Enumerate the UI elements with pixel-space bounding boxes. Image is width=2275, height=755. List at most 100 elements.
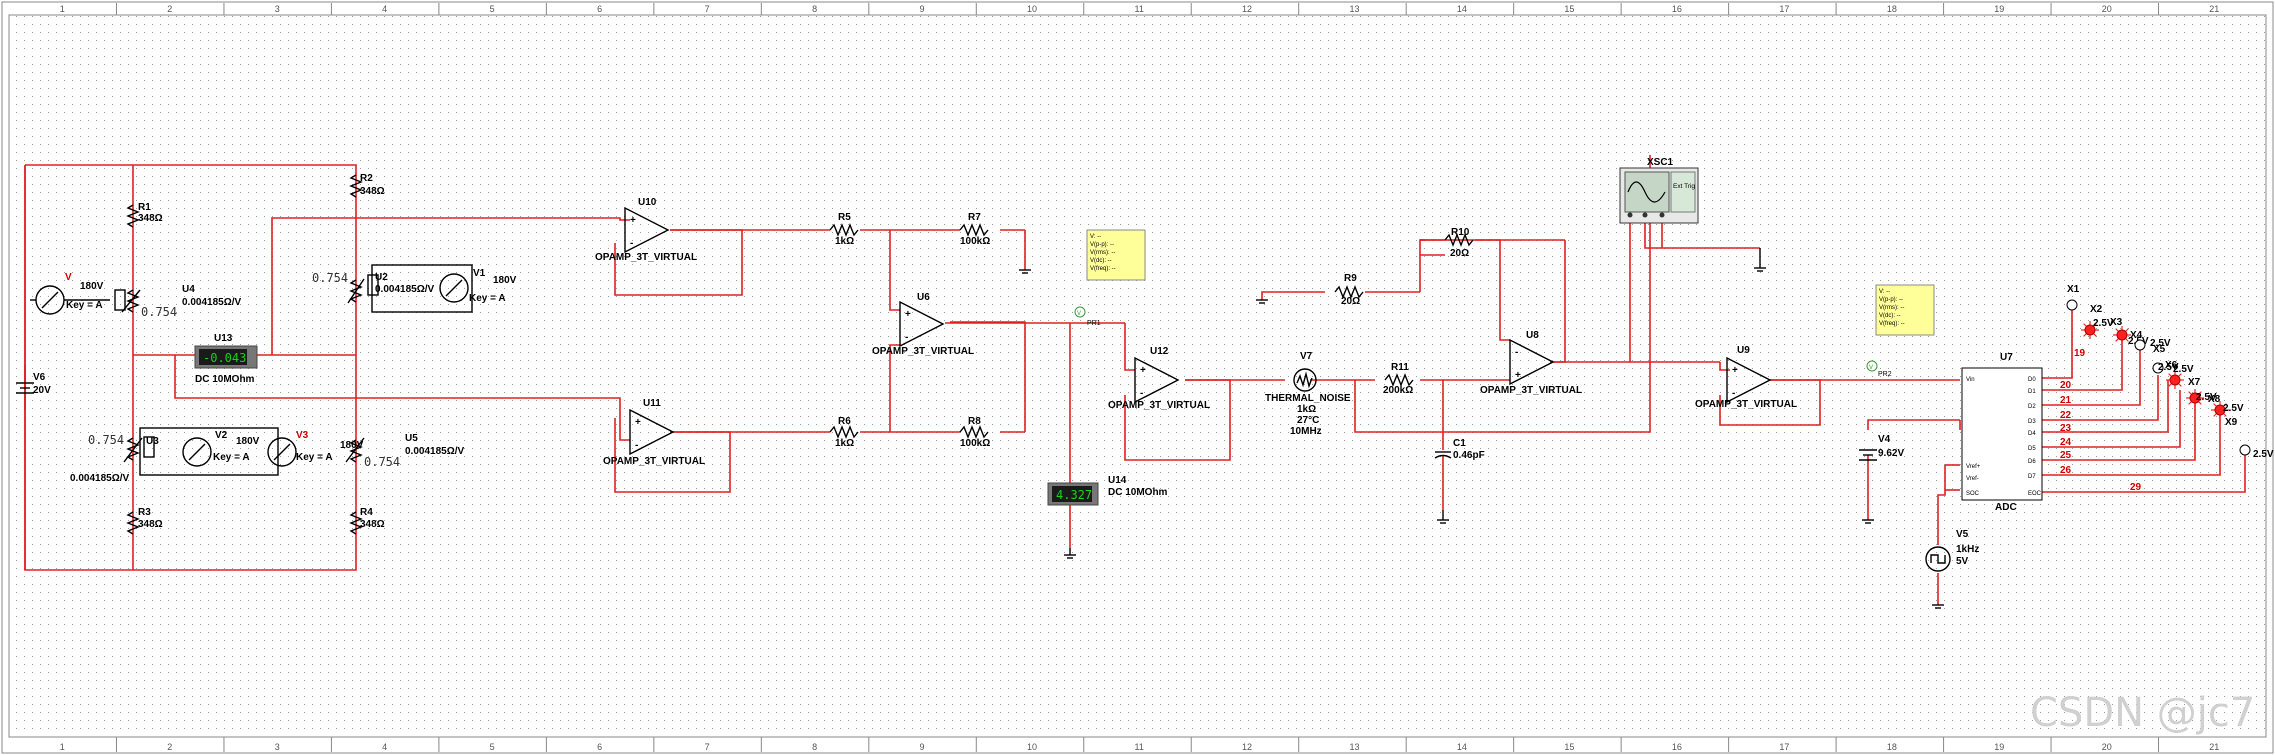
probe-x4[interactable]: X42.5V xyxy=(2130,330,2171,351)
oscilloscope-xsc1[interactable]: Ext Trig XSC1 xyxy=(1619,157,1699,224)
net-label: 19 xyxy=(2074,348,2086,359)
v-value: 180V xyxy=(80,281,104,292)
opamp-u12[interactable]: + - U12 OPAMP_3T_VIRTUAL xyxy=(1108,346,1210,411)
opamp-u6[interactable]: + - U6 OPAMP_3T_VIRTUAL xyxy=(872,292,974,357)
probe-x1[interactable]: X1 xyxy=(2066,284,2080,311)
adc-pin-right-label: EOC xyxy=(2028,491,2042,497)
resistor-r10[interactable]: R10 20Ω xyxy=(1444,227,1474,259)
u2-value: 0.004185Ω/V xyxy=(375,284,435,295)
probe-ref: X9 xyxy=(2225,417,2238,428)
probe-pr1[interactable]: V: --V(p-p): --V(rms): --V(dc): --V(freq… xyxy=(1074,229,1146,327)
r11-value: 200kΩ xyxy=(1383,385,1413,396)
probe-ref: X4 xyxy=(2130,330,2143,341)
r6-ref: R6 xyxy=(838,416,851,427)
v3-value: 180V xyxy=(340,440,364,451)
ruler-top-label: 15 xyxy=(1564,4,1574,14)
voltmeter-v1[interactable]: V1 180V Key = A xyxy=(371,264,517,313)
noise-source-v7[interactable]: V7 THERMAL_NOISE 1kΩ 27°C 10MHz xyxy=(1265,351,1351,437)
multimeter-u13[interactable]: U13 -0.043 DC 10MOhm xyxy=(194,333,258,385)
v-ref: V xyxy=(65,272,72,283)
resistor-r6[interactable]: R6 1kΩ xyxy=(829,416,859,449)
resistor-r8[interactable]: R8 100kΩ xyxy=(959,416,990,449)
v1-key: Key = A xyxy=(469,293,506,304)
svg-text:-: - xyxy=(1515,347,1518,358)
resistor-r2[interactable]: R2 348Ω xyxy=(349,173,385,198)
v2-ref: V2 xyxy=(215,430,228,441)
v3-ref: V3 xyxy=(296,430,309,441)
opamp-u10[interactable]: + - U10 OPAMP_3T_VIRTUAL xyxy=(595,197,697,263)
r3-value: 348Ω xyxy=(138,519,163,530)
v-key: Key = A xyxy=(66,300,103,311)
battery-v4[interactable]: V4 9.62V xyxy=(1859,434,1904,461)
pr1-ref: PR1 xyxy=(1087,320,1101,327)
svg-text:+: + xyxy=(1732,365,1738,376)
r1-ref: R1 xyxy=(138,202,151,213)
ruler-top-label: 3 xyxy=(275,4,280,14)
ruler-top-label: 1 xyxy=(60,4,65,14)
probe-ref: X7 xyxy=(2188,377,2201,388)
ruler-top-label: 12 xyxy=(1242,4,1252,14)
voltmeter-v3[interactable]: V3 180V Key = A xyxy=(267,430,364,467)
u4-value: 0.004185Ω/V xyxy=(182,297,242,308)
probe-x2[interactable]: X22.5V xyxy=(2081,304,2114,339)
battery-v6[interactable]: V6 20V xyxy=(16,372,51,396)
probe-x5[interactable]: X52.5V xyxy=(2152,344,2179,374)
strain-gauge-u5[interactable]: 0.754 U5 0.004185Ω/V xyxy=(345,433,465,469)
voltmeter-v2[interactable]: V2 180V Key = A xyxy=(139,427,279,476)
resistor-r4[interactable]: R4 348Ω xyxy=(349,507,385,535)
clock-source-v5[interactable]: V5 1kHz 5V xyxy=(1925,529,1979,572)
svg-text:+: + xyxy=(630,215,636,226)
multimeter-u14[interactable]: 4.327 U14 DC 10MOhm xyxy=(1047,475,1168,506)
r10-ref: R10 xyxy=(1451,227,1470,238)
opamp-u9[interactable]: + - U9 OPAMP_3T_VIRTUAL xyxy=(1695,345,1797,410)
svg-text:+: + xyxy=(635,417,641,428)
probe-x9[interactable]: X92.5V xyxy=(2225,417,2274,460)
strain-gauge-u3[interactable]: 0.754 U3 0.004185Ω/V xyxy=(70,433,159,484)
r4-value: 348Ω xyxy=(360,519,385,530)
probe-x7[interactable]: X72.5V xyxy=(2186,377,2217,407)
net-label: 26 xyxy=(2060,465,2072,476)
capacitor-c1[interactable]: C1 0.46pF xyxy=(1434,438,1485,461)
resistor-r5[interactable]: R5 1kΩ xyxy=(829,212,859,247)
probe-x8[interactable]: X82.5V xyxy=(2208,394,2244,419)
u12-model: OPAMP_3T_VIRTUAL xyxy=(1108,400,1210,411)
opamp-u8[interactable]: - + U8 OPAMP_3T_VIRTUAL xyxy=(1480,330,1582,396)
net-label: 20 xyxy=(2060,380,2072,391)
net-label: 24 xyxy=(2060,437,2072,448)
voltmeter-v[interactable]: V 180V Key = A xyxy=(30,272,110,315)
ruler-top-label: 11 xyxy=(1135,4,1144,14)
r1-value: 348Ω xyxy=(138,213,163,224)
resistor-r1[interactable]: R1 348Ω xyxy=(126,202,163,228)
adc-pin-right-label: D1 xyxy=(2028,389,2036,395)
probe-x6[interactable]: X62.5V xyxy=(2165,360,2194,389)
ruler-top-label: 5 xyxy=(490,4,495,14)
ruler-top-label: 10 xyxy=(1027,4,1037,14)
r9-ref: R9 xyxy=(1344,273,1357,284)
adc-pin-left-label: Vin xyxy=(1966,377,1975,383)
v5-ref: V5 xyxy=(1956,529,1969,540)
ruler-bottom-label: 1 xyxy=(60,742,65,752)
c1-ref: C1 xyxy=(1453,438,1466,449)
r7-value: 100kΩ xyxy=(960,236,990,247)
strain-gauge-u2[interactable]: 0.754 U2 0.004185Ω/V xyxy=(312,271,435,304)
strain-gauge-u4[interactable]: U4 0.004185Ω/V 0.754 xyxy=(114,284,242,319)
opamp-u11[interactable]: + - U11 OPAMP_3T_VIRTUAL xyxy=(603,398,705,467)
probe-pr2[interactable]: V: --V(p-p): --V(rms): --V(dc): --V(freq… xyxy=(1866,284,1935,378)
resistor-r3[interactable]: R3 348Ω xyxy=(126,507,163,535)
u2-reading: 0.754 xyxy=(312,271,348,285)
resistor-r9[interactable]: R9 20Ω xyxy=(1334,273,1364,307)
u3-reading: 0.754 xyxy=(88,433,124,447)
probe-readout-line: V: -- xyxy=(1879,289,1890,295)
ruler-bottom-label: 5 xyxy=(490,742,495,752)
net-label: 29 xyxy=(2130,482,2142,493)
r11-ref: R11 xyxy=(1391,362,1409,373)
u10-model: OPAMP_3T_VIRTUAL xyxy=(595,252,697,263)
probe-readout-line: V(dc): -- xyxy=(1879,313,1901,319)
resistor-r11[interactable]: R11 200kΩ xyxy=(1383,362,1414,396)
resistor-r7[interactable]: R7 100kΩ xyxy=(959,212,990,247)
v6-ref: V6 xyxy=(33,372,46,383)
